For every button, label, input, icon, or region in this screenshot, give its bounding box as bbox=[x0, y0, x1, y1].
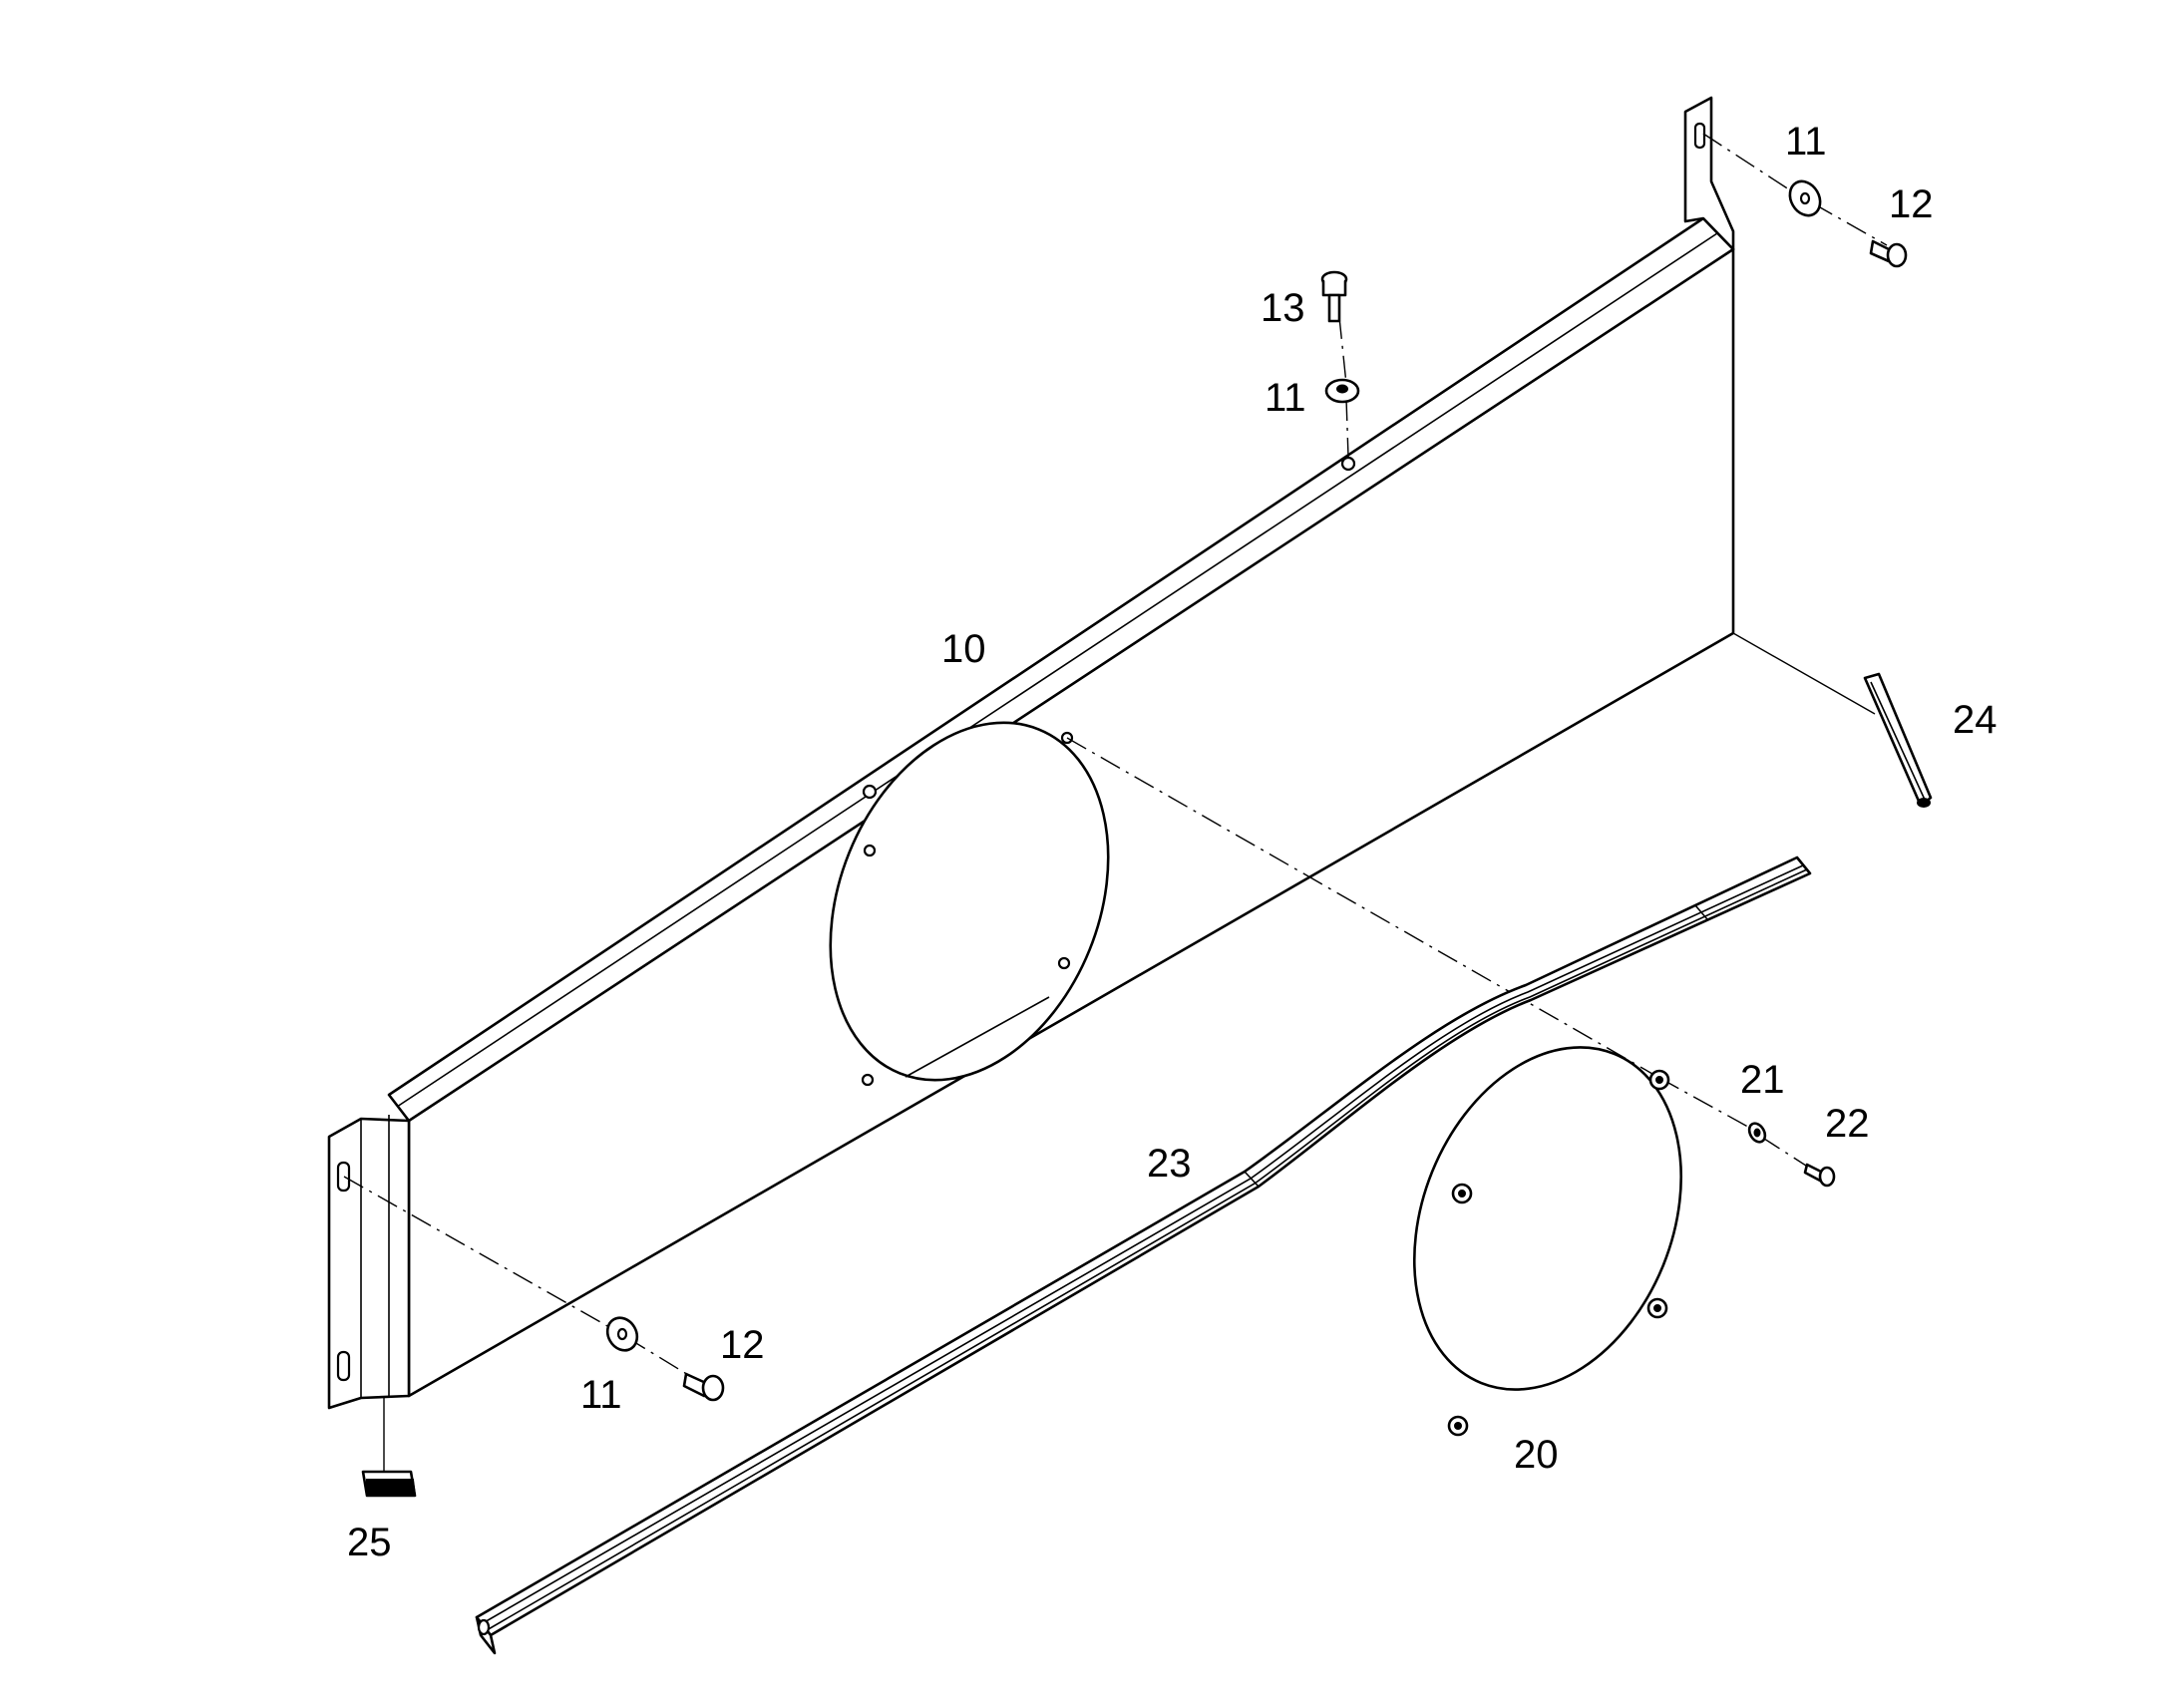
callout-22: 22 bbox=[1825, 1102, 1870, 1146]
callout-11-bottom: 11 bbox=[580, 1373, 622, 1417]
part-11-washer-bottom bbox=[605, 1316, 639, 1352]
callout-13: 13 bbox=[1261, 286, 1305, 330]
part-24-strip bbox=[1863, 672, 1933, 808]
part-20-cover-plate bbox=[1412, 1046, 1683, 1437]
leader-lines bbox=[343, 133, 1888, 1471]
callout-12-bottom: 12 bbox=[720, 1323, 765, 1367]
callout-21: 21 bbox=[1740, 1058, 1785, 1102]
callout-11-top-mid: 11 bbox=[1265, 376, 1306, 420]
part-10-panel bbox=[327, 96, 1735, 1410]
callout-12-top-right: 12 bbox=[1889, 182, 1934, 226]
callout-10: 10 bbox=[941, 627, 986, 671]
part-23-seal-strip bbox=[475, 855, 1812, 1655]
part-11-washer-top-mid bbox=[1324, 378, 1360, 404]
part-11-washer-top-right bbox=[1788, 179, 1822, 217]
part-12-bolt-top-right bbox=[1869, 239, 1908, 268]
callout-20: 20 bbox=[1514, 1433, 1559, 1477]
part-21-washer bbox=[1747, 1122, 1767, 1144]
part-13-bolt bbox=[1320, 270, 1348, 323]
part-12-bolt-bottom bbox=[682, 1372, 725, 1402]
part-25-cap bbox=[361, 1470, 417, 1498]
part-22-screw bbox=[1803, 1163, 1836, 1188]
callout-24: 24 bbox=[1953, 698, 1998, 742]
callout-25: 25 bbox=[347, 1521, 392, 1564]
callout-23: 23 bbox=[1147, 1142, 1192, 1186]
callout-11-top-right: 11 bbox=[1785, 120, 1827, 164]
callout-labels: 10 11 12 13 11 24 21 22 23 20 12 11 25 bbox=[347, 120, 1998, 1564]
